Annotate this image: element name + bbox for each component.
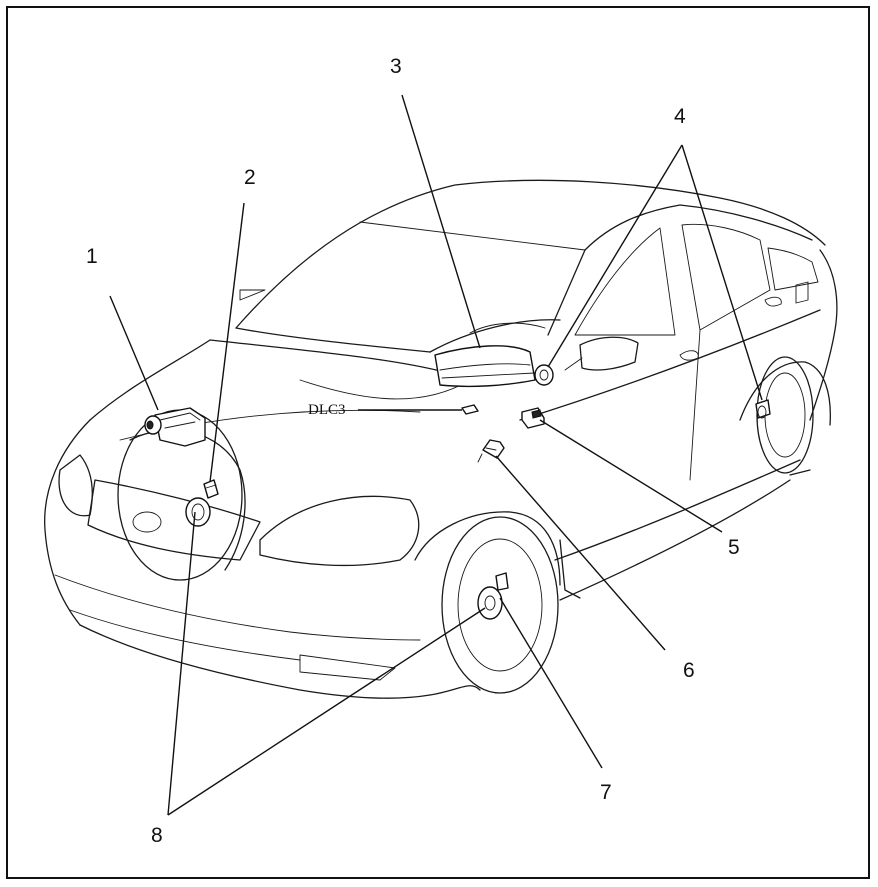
callout-8: 8 (151, 824, 163, 847)
callout-1: 1 (86, 245, 98, 268)
callout-5: 5 (728, 536, 740, 559)
callout-3: 3 (390, 55, 402, 78)
callout-2: 2 (244, 166, 256, 189)
abs-actuator (144, 407, 206, 447)
combination-meter (434, 322, 546, 388)
rear-speed-sensor (755, 399, 771, 419)
diagram-frame (6, 6, 870, 879)
callout-7: 7 (600, 781, 612, 804)
ecu-module (521, 407, 545, 429)
callout-4: 4 (674, 105, 686, 128)
dlc3-connector (461, 404, 479, 415)
stop-light-switch (534, 364, 554, 386)
dlc3-label: DLC3 (308, 402, 346, 418)
callout-6: 6 (683, 659, 695, 682)
relay-sensor (477, 439, 505, 463)
front-left-speed-sensor (185, 479, 219, 527)
front-right-speed-sensor (477, 572, 509, 620)
leader-lines (109, 94, 763, 816)
